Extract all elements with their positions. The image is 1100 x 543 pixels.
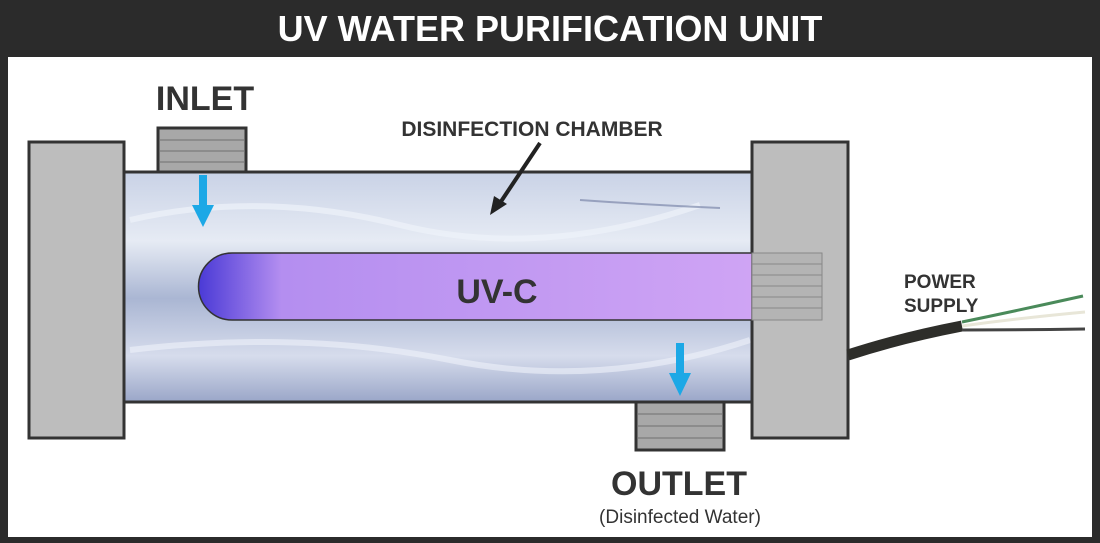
power-cable bbox=[846, 294, 1086, 361]
left-end-cap bbox=[27, 140, 126, 440]
power-supply-label-line1: POWER bbox=[904, 272, 976, 293]
outlet-label: OUTLET bbox=[611, 465, 747, 503]
inlet-pipe bbox=[156, 126, 248, 174]
power-supply-label-line2: SUPPLY bbox=[904, 296, 979, 317]
uv-lamp bbox=[197, 252, 753, 321]
page-title: UV WATER PURIFICATION UNIT bbox=[278, 8, 823, 49]
lamp-socket bbox=[751, 252, 823, 321]
inlet-label: INLET bbox=[156, 80, 254, 118]
inflow-arrow-icon bbox=[192, 175, 214, 227]
chamber-pointer-arrow-icon bbox=[490, 141, 542, 215]
outlet-pipe bbox=[634, 400, 726, 452]
outflow-arrow-icon bbox=[669, 343, 691, 396]
chamber-label: DISINFECTION CHAMBER bbox=[401, 118, 662, 141]
lamp-label: UV-C bbox=[456, 273, 537, 311]
outlet-sublabel: (Disinfected Water) bbox=[599, 507, 761, 528]
